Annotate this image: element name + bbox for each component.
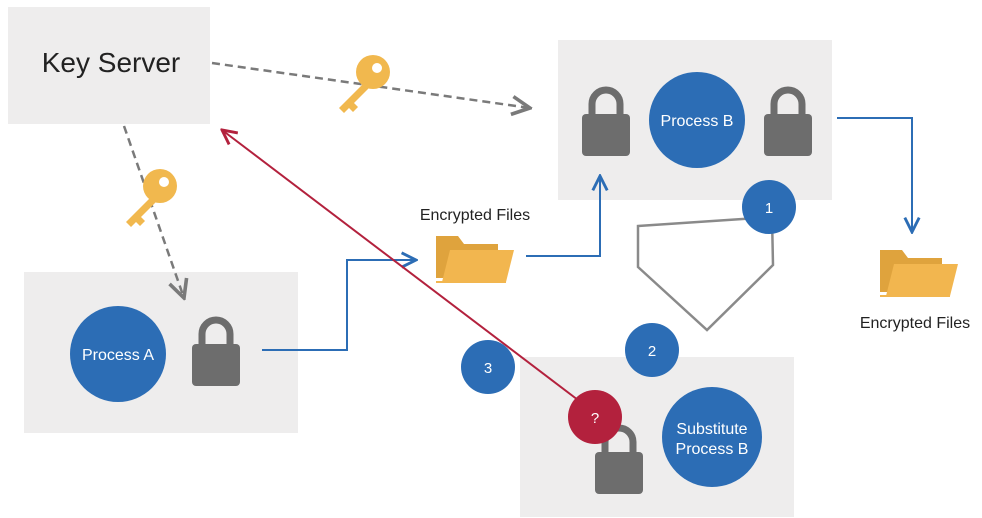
step-3-badge	[461, 340, 515, 394]
substitute-label-line1: Substitute	[676, 421, 747, 438]
key-server-label: Key Server	[42, 47, 181, 78]
step-1-label: 1	[765, 200, 773, 217]
process-b-label: Process B	[661, 113, 734, 130]
process-b-node	[649, 72, 745, 168]
folder-icon	[879, 249, 959, 297]
question-mark: ?	[591, 410, 599, 427]
encrypted-files-label-right: Encrypted Files	[860, 315, 970, 332]
step-1-badge	[742, 180, 796, 234]
shield-outline	[636, 215, 775, 332]
key-to-process-a-arrow	[122, 125, 184, 298]
key-icon	[339, 55, 390, 113]
flow-a-to-files-arrow	[262, 260, 416, 351]
step-3-label: 3	[484, 360, 492, 377]
step-2-label: 2	[648, 343, 656, 360]
attack-arrow	[222, 130, 579, 401]
substitute-process-b-node	[662, 387, 762, 487]
step-2-badge	[625, 323, 679, 377]
process-a-node	[70, 306, 166, 402]
key-icon	[126, 169, 177, 227]
process-a-label: Process A	[82, 347, 154, 364]
substitute-label-line2: Process B	[676, 441, 749, 458]
encrypted-files-label-middle: Encrypted Files	[420, 207, 530, 224]
question-icon	[568, 390, 622, 444]
key-server-box	[8, 7, 210, 124]
flow-files-to-b-arrow	[526, 176, 600, 257]
folder-icon	[435, 235, 515, 283]
flow-b-to-output-arrow	[837, 117, 912, 232]
